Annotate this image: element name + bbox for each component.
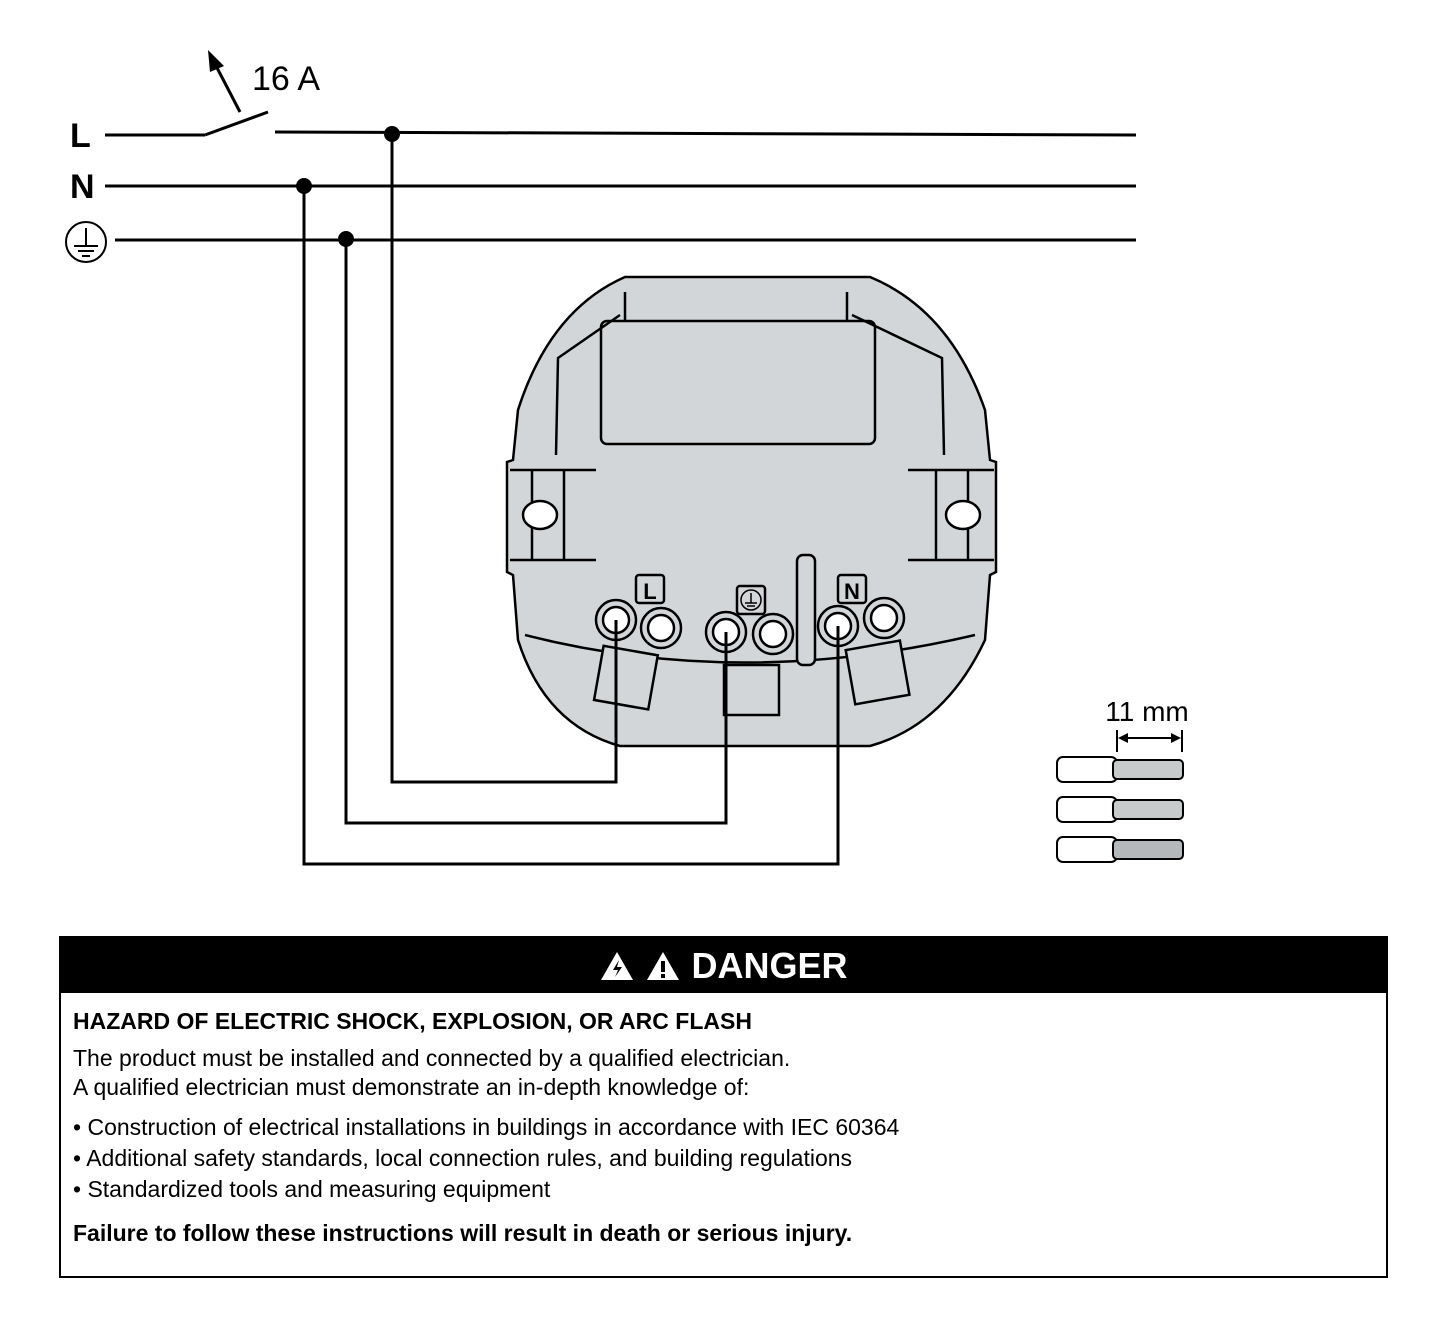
danger-title: DANGER bbox=[691, 944, 848, 986]
knowledge-list: Construction of electrical installations… bbox=[73, 1112, 1374, 1205]
intro-line: The product must be installed and connec… bbox=[73, 1045, 791, 1071]
protective-earth-icon bbox=[65, 221, 107, 263]
neutral-label: N bbox=[70, 168, 95, 206]
strip-length-label: 11 mm bbox=[1105, 696, 1189, 727]
neutral-wire bbox=[302, 186, 840, 866]
warning-icon bbox=[647, 951, 680, 980]
live-line-load bbox=[274, 130, 1137, 137]
stripped-wires bbox=[1056, 756, 1184, 863]
danger-header: DANGER bbox=[61, 938, 1386, 993]
list-item: Standardized tools and measuring equipme… bbox=[73, 1174, 1374, 1205]
list-item: Additional safety standards, local conne… bbox=[73, 1143, 1374, 1174]
live-wire bbox=[390, 134, 618, 784]
terminal-earth-icon bbox=[740, 589, 762, 611]
switch-arrow bbox=[212, 61, 242, 113]
danger-footer: Failure to follow these instructions wil… bbox=[73, 1220, 853, 1246]
wiring-diagram: L N 16 A bbox=[65, 50, 1189, 866]
electric-shock-warning-icon bbox=[601, 951, 634, 980]
earth-wire bbox=[344, 239, 728, 825]
terminal-label-neutral: N bbox=[844, 579, 860, 604]
intro-line: A qualified electrician must demonstrate… bbox=[73, 1074, 750, 1100]
junction-dots bbox=[296, 126, 400, 247]
strip-length-dimension bbox=[1116, 730, 1183, 752]
arrow-head-icon bbox=[208, 50, 224, 72]
mounting-device bbox=[505, 275, 998, 748]
switch-rating: 16 A bbox=[252, 60, 320, 98]
list-item: Construction of electrical installations… bbox=[73, 1112, 1374, 1143]
live-label: L bbox=[70, 117, 91, 155]
terminal-label-live: L bbox=[643, 579, 656, 604]
hazard-heading: HAZARD OF ELECTRIC SHOCK, EXPLOSION, OR … bbox=[73, 1008, 752, 1034]
switch-lever bbox=[204, 110, 269, 137]
danger-notice: DANGER HAZARD OF ELECTRIC SHOCK, EXPLOSI… bbox=[59, 936, 1388, 1278]
